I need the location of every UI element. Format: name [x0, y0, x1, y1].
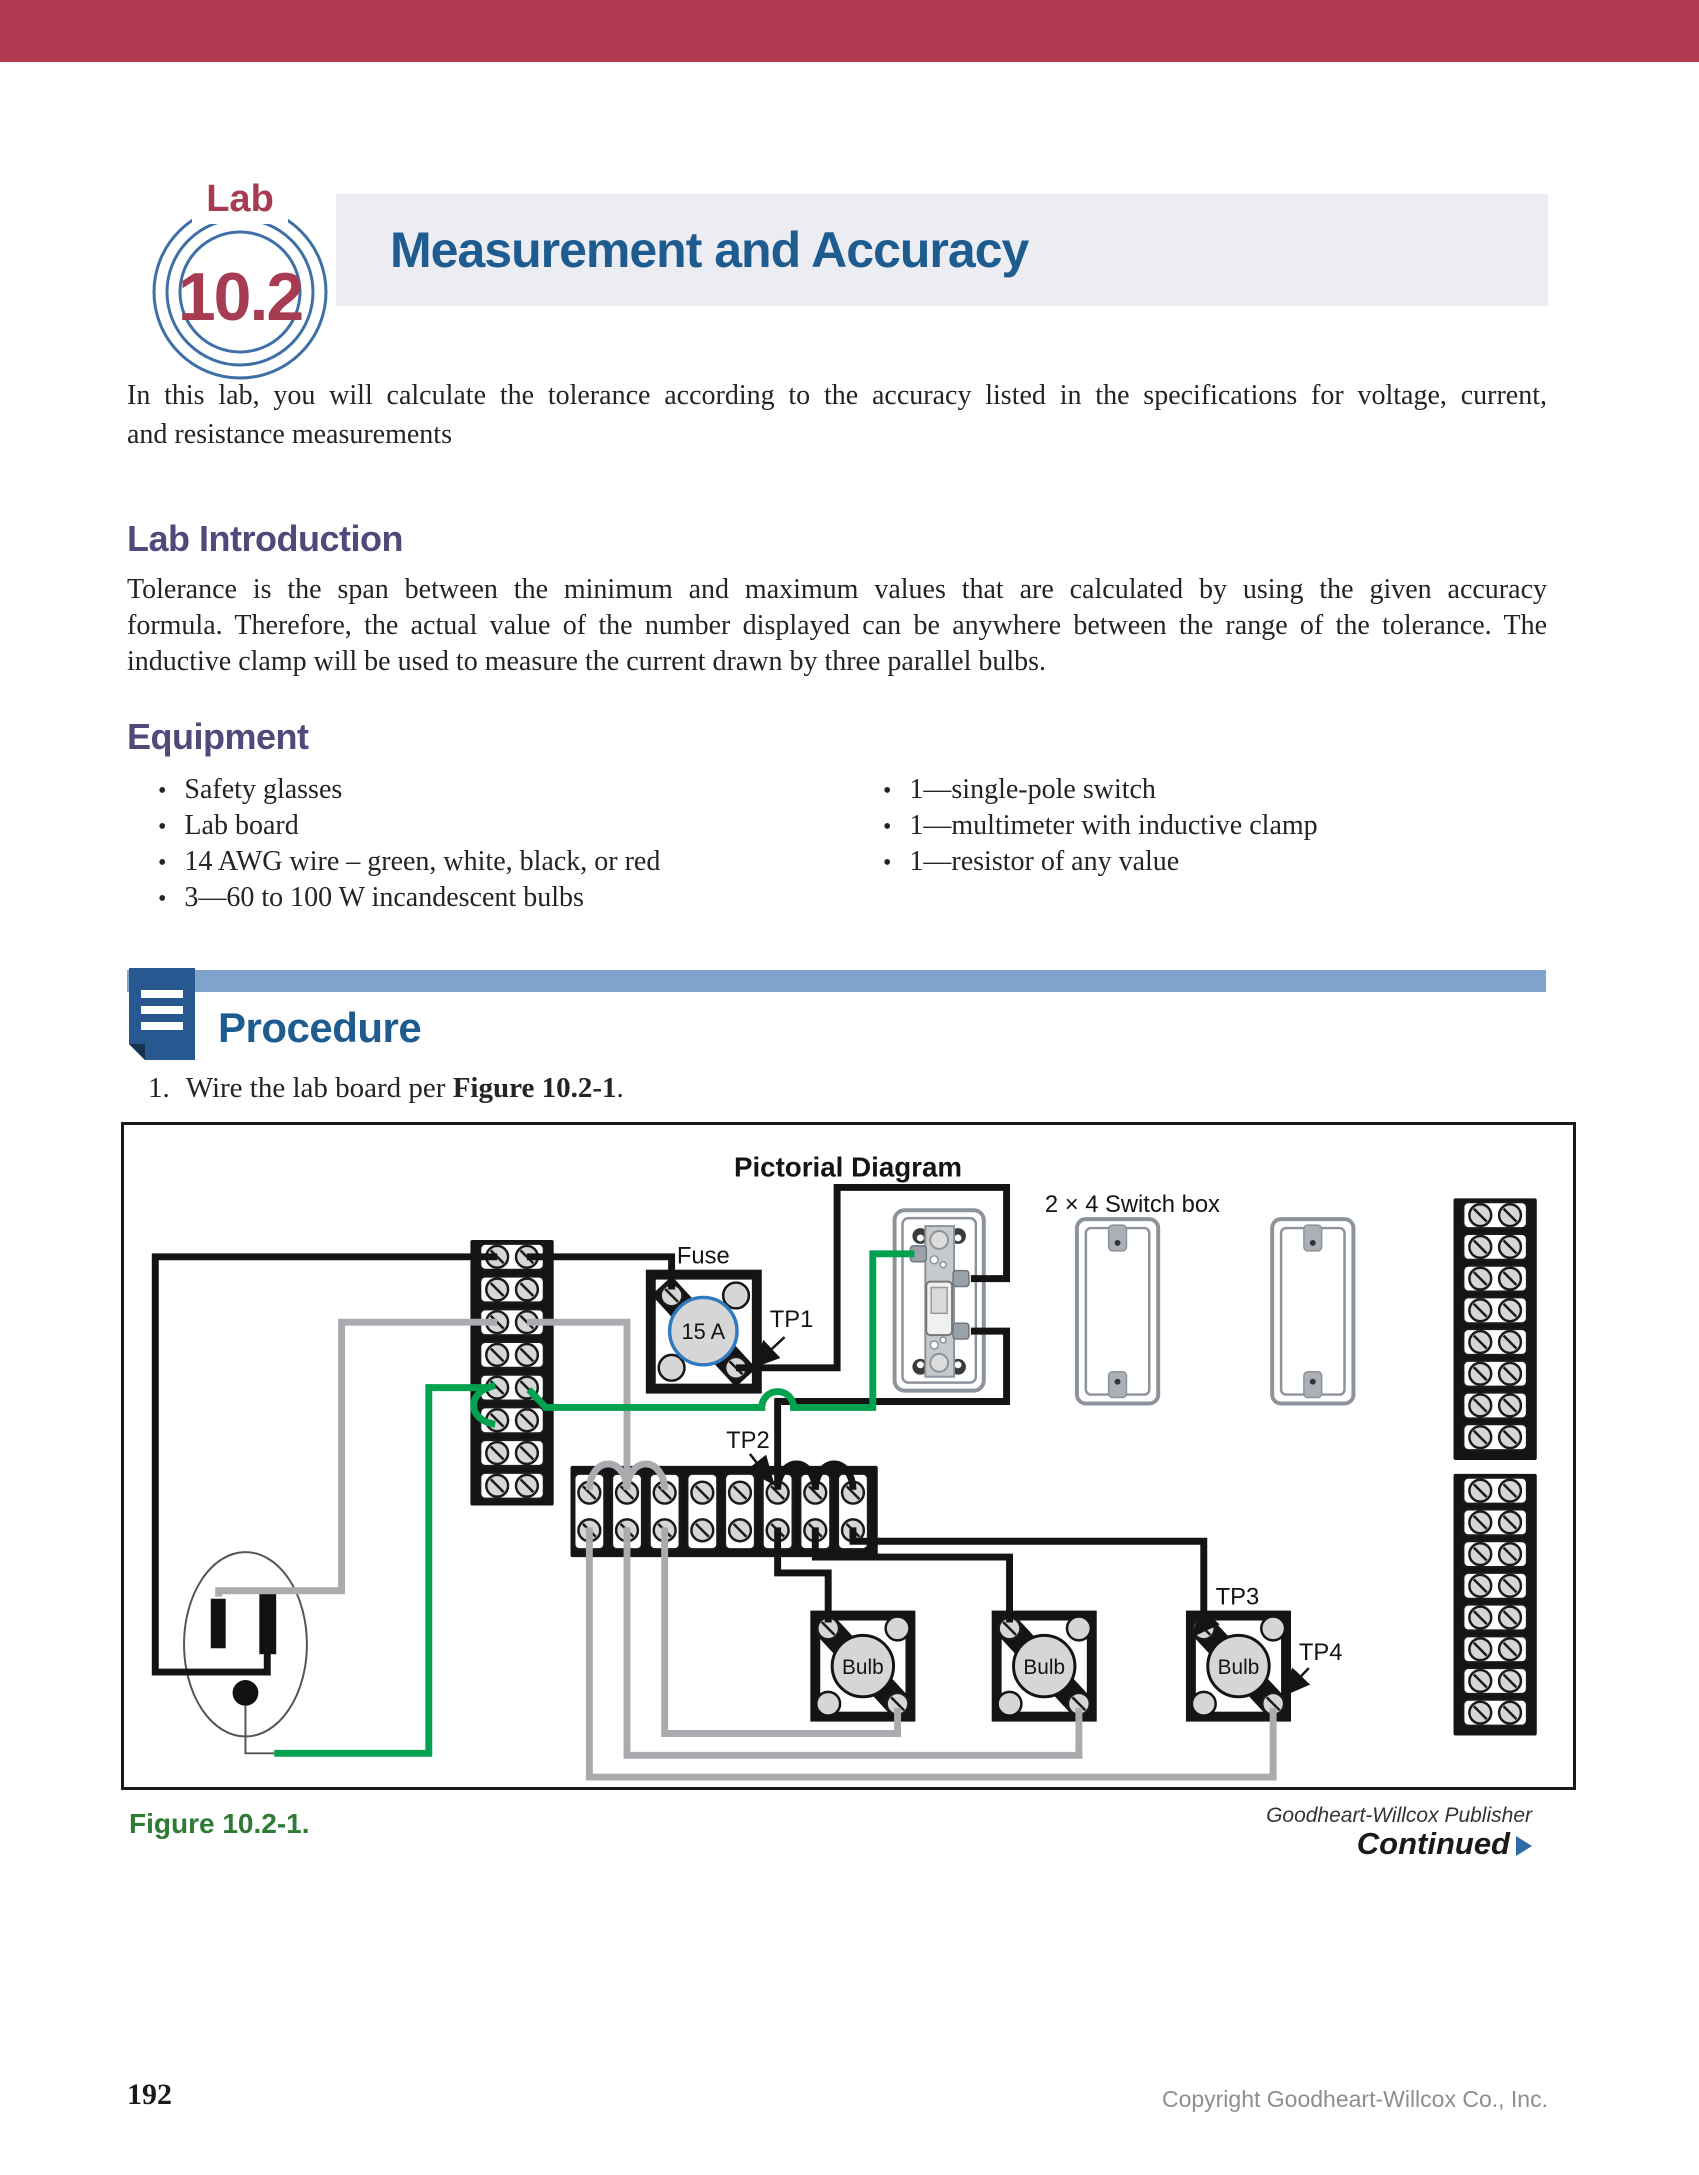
continued-line: Continued	[900, 1826, 1532, 1862]
step-text: Wire the lab board per	[185, 1072, 453, 1104]
lab-introduction-heading: Lab Introduction	[127, 518, 403, 559]
figure-title: Pictorial Diagram	[734, 1152, 962, 1183]
list-item: Lab board	[158, 808, 858, 844]
pictorial-diagram: Pictorial Diagram 2 × 4 Switch box Fuse …	[151, 1152, 1537, 1781]
bulb-label: Bulb	[1023, 1656, 1065, 1679]
terminal-strip-right-lower	[1453, 1473, 1537, 1736]
tp-arrows	[746, 1336, 1311, 1698]
equipment-heading: Equipment	[127, 716, 309, 757]
list-item-text: 14 AWG wire – green, white, black, or re…	[184, 846, 661, 877]
tp3-label: TP3	[1216, 1584, 1260, 1611]
lab-badge: Lab 10.2	[140, 150, 340, 390]
badge-lab-number: 10.2	[177, 259, 304, 335]
list-item-text: Lab board	[184, 810, 299, 841]
terminal-strip-middle	[570, 1465, 878, 1558]
procedure-heading: Procedure	[218, 1004, 422, 1051]
tp2-arrow	[746, 1453, 775, 1486]
procedure-divider-bar	[127, 970, 1546, 992]
bulb-label: Bulb	[842, 1656, 884, 1679]
equipment-list-right: 1—single-pole switch 1—multimeter with i…	[883, 772, 1583, 880]
blank-wall-plate	[1270, 1217, 1356, 1406]
list-item: 1—multimeter with inductive clamp	[883, 808, 1583, 844]
header-bar	[0, 0, 1699, 62]
single-pole-switch	[892, 1208, 986, 1393]
intro-line: and resistance measurements	[127, 419, 452, 450]
terminal-strip-left	[470, 1239, 554, 1506]
switch-terminal-right-bottom	[952, 1322, 970, 1340]
intro-paragraph: In this lab, you will calculate the tole…	[127, 376, 1547, 454]
tp1-label: TP1	[770, 1306, 814, 1333]
list-item-text: 1—resistor of any value	[909, 846, 1180, 877]
list-item-text: 1—multimeter with inductive clamp	[909, 810, 1318, 841]
blank-wall-plate	[1074, 1217, 1161, 1406]
procedure-step-1: 1. Wire the lab board per Figure 10.2-1.	[148, 1072, 1548, 1105]
figure-caption: Figure 10.2-1.	[129, 1808, 310, 1839]
page-title: Measurement and Accuracy	[390, 222, 1029, 278]
switch-box-label: 2 × 4 Switch box	[1045, 1191, 1220, 1218]
bulb-label: Bulb	[1218, 1656, 1260, 1679]
lab-introduction-paragraph: Tolerance is the span between the minimu…	[127, 572, 1547, 680]
plug-outlet	[183, 1551, 308, 1755]
list-item: 1—resistor of any value	[883, 844, 1583, 880]
step-number: 1.	[148, 1072, 170, 1104]
procedure-list-icon	[127, 966, 197, 1062]
paragraph-line: formula. Therefore, the actual value of …	[127, 610, 1547, 641]
paragraph-line: inductive clamp will be used to measure …	[127, 646, 1047, 677]
copyright-notice: Copyright Goodheart-Willcox Co., Inc.	[1161, 2086, 1548, 2112]
page-number: 192	[127, 2078, 172, 2111]
list-item-text: 3—60 to 100 W incandescent bulbs	[184, 882, 584, 913]
tp4-arrow	[1280, 1667, 1311, 1698]
list-item-text: 1—single-pole switch	[909, 774, 1156, 805]
figure-credit: Goodheart-Willcox Publisher	[1266, 1804, 1532, 1827]
tp1-arrow	[750, 1336, 786, 1370]
list-item: Safety glasses	[158, 772, 858, 808]
black-wires	[151, 1183, 1208, 1676]
tp2-label: TP2	[726, 1427, 770, 1454]
switch-terminal-right-top	[952, 1269, 970, 1288]
badge-rings	[152, 180, 328, 380]
tp4-label: TP4	[1299, 1639, 1343, 1666]
paragraph-line: Tolerance is the span between the minimu…	[127, 574, 1547, 605]
fuse-block	[645, 1269, 762, 1394]
list-item: 3—60 to 100 W incandescent bulbs	[158, 880, 858, 916]
equipment-list-left: Safety glasses Lab board 14 AWG wire – g…	[158, 772, 858, 916]
continued-arrow-icon	[1516, 1836, 1532, 1856]
tp3-arrow	[1190, 1607, 1220, 1639]
title-band: Measurement and Accuracy	[336, 194, 1548, 306]
fuse-label: Fuse	[677, 1243, 730, 1270]
gray-wires	[215, 1318, 1277, 1781]
list-item-text: Safety glasses	[184, 774, 343, 805]
intro-line: In this lab, you will calculate the tole…	[127, 380, 1547, 411]
green-wires	[274, 1250, 915, 1757]
badge-lab-label: Lab	[206, 178, 274, 220]
fuse-rating-label: 15 A	[681, 1319, 725, 1344]
step-suffix: .	[616, 1072, 624, 1104]
figure-10-2-1: Pictorial Diagram 2 × 4 Switch box Fuse …	[121, 1122, 1576, 1790]
continued-label: Continued	[1356, 1826, 1510, 1861]
figure-reference: Figure 10.2-1	[452, 1072, 617, 1104]
list-item: 14 AWG wire – green, white, black, or re…	[158, 844, 858, 880]
list-item: 1—single-pole switch	[883, 772, 1583, 808]
terminal-strip-right-upper	[1453, 1198, 1537, 1460]
